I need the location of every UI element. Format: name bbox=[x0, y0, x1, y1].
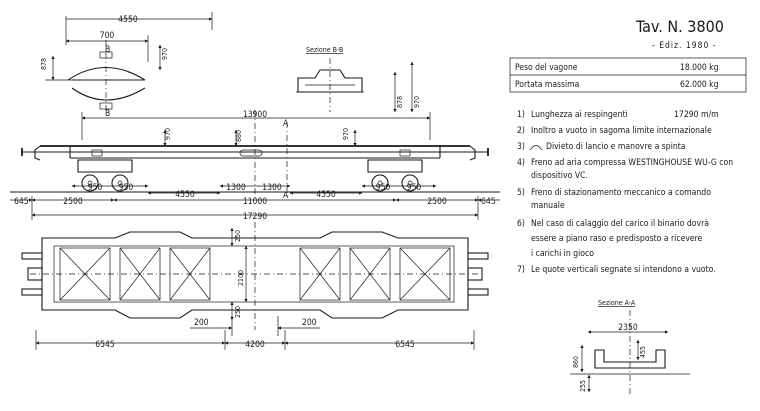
note-7-num: 7) bbox=[517, 265, 525, 275]
note-5-text2: manuale bbox=[531, 201, 565, 211]
weights-table: Peso del vagone 18.000 kg Portata massim… bbox=[509, 57, 747, 93]
section-a-label-bottom: A bbox=[283, 191, 289, 201]
dim-200-left: 200 bbox=[194, 318, 209, 328]
weight-label-wagon: Peso del vagone bbox=[515, 63, 578, 73]
dim-11000: 11000 bbox=[243, 197, 267, 207]
dim-250-bottom: 250 bbox=[234, 306, 242, 318]
note-4-num: 4) bbox=[517, 158, 525, 168]
dim-13900: 13900 bbox=[243, 110, 267, 120]
note-1-num: 1) bbox=[517, 110, 525, 120]
table-number: Tav. N. 3800 bbox=[635, 17, 724, 36]
side-elevation bbox=[10, 110, 500, 200]
note-6-text3: i carichi in gioco bbox=[531, 249, 594, 259]
dim-2500-right: 2500 bbox=[427, 197, 447, 207]
section-a-label-top: A bbox=[283, 119, 289, 129]
note-6-num: 6) bbox=[517, 219, 525, 229]
note-3-num: 3) bbox=[517, 142, 525, 152]
dim-970-side-left: 970 bbox=[164, 128, 172, 140]
section-aa-title: Sezione A-A bbox=[598, 299, 636, 307]
note-2-num: 2) bbox=[517, 126, 525, 136]
dim-1300-b: 1300 bbox=[262, 183, 282, 193]
note-5-text: Freno di stazionamento meccanico a coman… bbox=[531, 188, 711, 198]
dim-645-left: 645 bbox=[14, 197, 29, 207]
note-6-text: Nel caso di calaggio del carico il binar… bbox=[531, 219, 709, 229]
section-bb-title: Sezione B-B bbox=[306, 46, 343, 54]
note-3-text: Divieto di lancio e manovre a spinta bbox=[546, 142, 686, 152]
section-aa-view: Sezione A-A bbox=[570, 299, 690, 395]
section-b-label-bottom: B bbox=[105, 109, 110, 119]
dim-2500-left: 2500 bbox=[63, 197, 83, 207]
dim-6545-left: 6545 bbox=[95, 340, 115, 350]
weight-value-wagon: 18.000 kg bbox=[680, 63, 719, 73]
weight-value-capacity: 62.000 kg bbox=[680, 80, 719, 90]
dim-860: 860 bbox=[572, 356, 580, 368]
curved-arrow-icon bbox=[529, 145, 543, 151]
weight-label-capacity: Portata massima bbox=[515, 80, 579, 90]
note-4-text: Freno ad aria compressa WESTINGHOUSE WU-… bbox=[531, 158, 733, 168]
dim-878-bb: 878 bbox=[396, 96, 404, 108]
note-7-text: Le quote verticali segnate si intendono … bbox=[531, 265, 716, 275]
end-section-b-view bbox=[45, 12, 213, 112]
dim-455: 455 bbox=[639, 346, 647, 358]
dim-950-a: 950 bbox=[88, 183, 103, 193]
note-5-num: 5) bbox=[517, 188, 525, 198]
dim-6545-right: 6545 bbox=[395, 340, 415, 350]
dim-970-top: 970 bbox=[161, 48, 169, 60]
dim-250-top: 250 bbox=[234, 230, 242, 242]
dim-950-c: 950 bbox=[376, 183, 391, 193]
dim-17290: 17290 bbox=[243, 212, 267, 222]
dim-4550-top: 4550 bbox=[118, 15, 138, 25]
dim-970-side-right: 970 bbox=[342, 128, 350, 140]
dim-878-left: 878 bbox=[40, 58, 48, 70]
dim-645-right: 645 bbox=[481, 197, 496, 207]
note-6-text2: essere a piano raso e predisposto a rice… bbox=[531, 234, 703, 244]
dim-4550-left: 4550 bbox=[175, 190, 195, 200]
note-1-value: 17290 m/m bbox=[674, 110, 719, 120]
dim-950-d: 950 bbox=[407, 183, 422, 193]
section-bb-view: Sezione B-B 878 970 bbox=[296, 46, 421, 113]
dim-2350: 2350 bbox=[618, 323, 638, 333]
section-b-label-top: B bbox=[105, 45, 110, 55]
dim-970-bb: 970 bbox=[413, 96, 421, 108]
plan-view bbox=[21, 222, 489, 350]
dim-700: 700 bbox=[100, 31, 115, 41]
dim-1300-a: 1300 bbox=[226, 183, 246, 193]
dim-2100: 2100 bbox=[237, 270, 245, 286]
dim-950-b: 950 bbox=[119, 183, 134, 193]
dim-4550-right: 4550 bbox=[316, 190, 336, 200]
edition-label: - Ediz. 1980 - bbox=[652, 41, 717, 51]
notes-list: 1) Lunghezza ai respingenti 17290 m/m 2)… bbox=[517, 110, 733, 275]
dim-4200: 4200 bbox=[245, 340, 265, 350]
note-4-text2: dispositivo VC. bbox=[531, 171, 588, 181]
note-1-text: Lunghezza ai respingenti bbox=[531, 110, 628, 120]
dimension-chains-side bbox=[10, 184, 500, 220]
dim-255: 255 bbox=[579, 380, 587, 392]
dim-880: 880 bbox=[235, 130, 243, 142]
dim-200-right: 200 bbox=[302, 318, 317, 328]
note-2-text: Inoltro a vuoto in sagoma limite interna… bbox=[531, 126, 712, 136]
